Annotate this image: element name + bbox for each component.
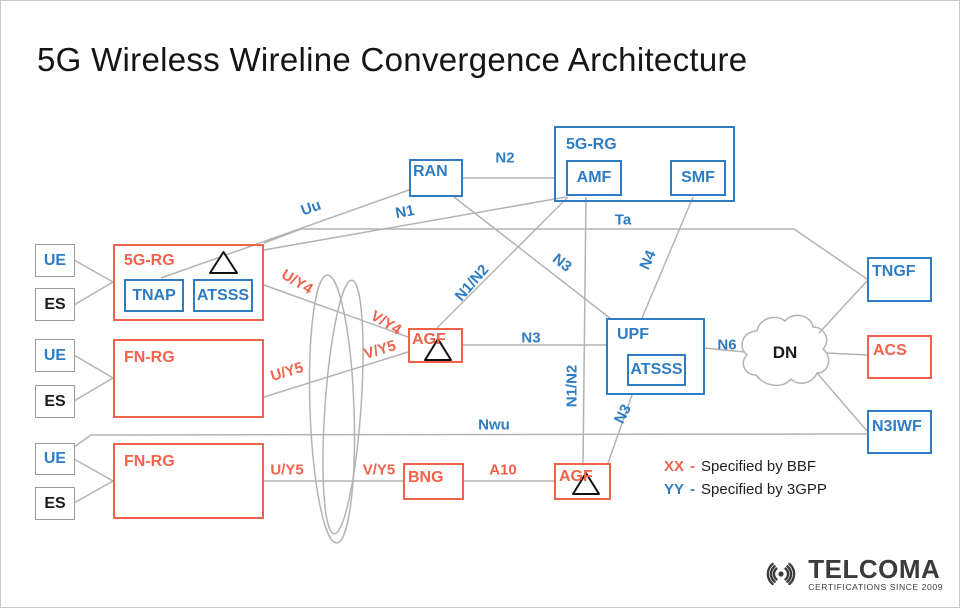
- node-atsss-upf: ATSSS: [627, 354, 686, 386]
- node-dn-label: DN: [772, 343, 798, 362]
- access-network-ellipse: [308, 274, 364, 544]
- node-ue-3: UE: [35, 443, 75, 475]
- node-label: 5G-RG: [566, 136, 617, 153]
- edge-label-n1: N1: [394, 201, 416, 223]
- edge-line-uy5-vy5-mid: [263, 351, 409, 398]
- telcoma-logo: TELCOMA CERTIFICATIONS SINCE 2009: [759, 555, 943, 593]
- edge-line-n1n2-diag: [436, 196, 569, 329]
- edge-label-n6: N6: [717, 336, 737, 354]
- edge-label-nwu: Nwu: [478, 416, 510, 434]
- legend-separator: -: [690, 458, 696, 475]
- edge-line-nwu: [73, 433, 868, 448]
- node-smf: SMF: [670, 160, 726, 196]
- node-label: AGF: [559, 468, 593, 485]
- radio-waves-icon: [766, 562, 796, 586]
- legend: XX - Specified by BBF YY - Specified by …: [664, 455, 827, 501]
- node-label: ES: [44, 494, 66, 512]
- triangle-marker-5grg: [209, 251, 238, 274]
- edge-line-uy4-vy4: [263, 284, 409, 338]
- legend-key-xx: XX: [664, 458, 685, 475]
- node-tngf: TNGF: [867, 257, 932, 302]
- node-label: ATSSS: [630, 361, 683, 378]
- edge-line-n1n2-vert: [582, 196, 587, 464]
- edge-line-n4: [641, 196, 694, 319]
- node-bng: BNG: [403, 463, 464, 500]
- edge-label-a10: A10: [489, 461, 517, 479]
- node-label: ATSSS: [196, 286, 250, 304]
- node-ran: RAN: [409, 159, 463, 197]
- ue-es-links: [73, 259, 115, 504]
- node-fn-rg-mid: FN-RG: [113, 339, 264, 418]
- legend-row-3gpp: YY - Specified by 3GPP: [664, 478, 827, 501]
- edge-line-n6: [703, 347, 746, 353]
- legend-text-3gpp: Specified by 3GPP: [701, 481, 827, 498]
- node-upf: UPF: [606, 318, 705, 395]
- node-5g-rg: 5G-RG: [113, 244, 264, 321]
- node-agf-mid: AGF: [408, 328, 463, 363]
- logo-name: TELCOMA: [808, 554, 941, 585]
- edge-line-dn-tngf: [818, 280, 868, 334]
- page-title: 5G Wireless Wireline Convergence Archite…: [37, 41, 748, 78]
- node-label: 5G-RG: [124, 252, 175, 269]
- edge-label-ta: Ta: [614, 211, 632, 229]
- node-label: UPF: [617, 326, 649, 343]
- edge-label-n3-mid: N3: [521, 329, 541, 347]
- logo-text: TELCOMA CERTIFICATIONS SINCE 2009: [808, 556, 943, 592]
- node-agf-bot: AGF: [554, 463, 611, 500]
- legend-separator: -: [690, 481, 696, 498]
- node-label: ES: [44, 392, 66, 410]
- node-label: ACS: [873, 342, 907, 359]
- edge-line-n3-ran-upf: [453, 196, 612, 320]
- node-label: AMF: [576, 169, 612, 186]
- edge-line-uu: [160, 189, 410, 279]
- node-es-3: ES: [35, 487, 75, 520]
- node-n3iwf: N3IWF: [867, 410, 932, 454]
- logo-tagline: CERTIFICATIONS SINCE 2009: [808, 582, 943, 593]
- node-amf: AMF: [566, 160, 622, 196]
- edge-label-n2: N2: [495, 149, 515, 167]
- edge-label-vy5-bot: V/Y5: [362, 461, 396, 479]
- node-label: TNAP: [132, 286, 176, 304]
- edge-line-n1: [263, 196, 567, 251]
- edge-line-dn-n3iwf: [816, 372, 868, 432]
- node-label: SMF: [681, 169, 715, 186]
- node-label: TNGF: [872, 263, 916, 280]
- node-atsss-rg: ATSSS: [193, 279, 253, 312]
- triangle-marker-agf-bot: [572, 472, 600, 495]
- node-ue-2: UE: [35, 339, 75, 372]
- node-label: RAN: [413, 163, 448, 180]
- node-label: FN-RG: [124, 453, 175, 470]
- node-fn-rg-bot: FN-RG: [113, 443, 264, 519]
- edge-line-dn-acs: [826, 352, 868, 356]
- node-es-2: ES: [35, 385, 75, 418]
- legend-row-bbf: XX - Specified by BBF: [664, 455, 827, 478]
- node-label: UE: [43, 450, 67, 467]
- node-tnap: TNAP: [124, 279, 184, 312]
- legend-text-bbf: Specified by BBF: [701, 458, 817, 475]
- node-core-5g-rg: 5G-RG: [554, 126, 735, 202]
- node-label: UE: [43, 346, 67, 364]
- node-label: BNG: [408, 469, 444, 486]
- node-label: UE: [43, 251, 67, 269]
- triangle-marker-agf-mid: [424, 338, 452, 361]
- node-acs: ACS: [867, 335, 932, 379]
- edge-line-ta: [263, 228, 868, 280]
- edge-line-n3-bot: [607, 394, 633, 464]
- node-label: FN-RG: [124, 349, 175, 366]
- edge-label-uy5-bot: U/Y5: [270, 461, 304, 479]
- node-label: ES: [44, 295, 66, 313]
- node-label: AGF: [412, 331, 446, 348]
- node-ue-1: UE: [35, 244, 75, 277]
- node-label: N3IWF: [872, 418, 922, 435]
- legend-key-yy: YY: [664, 481, 685, 498]
- dn-cloud: [741, 314, 830, 387]
- edge-label-n1n2-vert: N1/N2: [563, 364, 581, 408]
- node-es-1: ES: [35, 288, 75, 321]
